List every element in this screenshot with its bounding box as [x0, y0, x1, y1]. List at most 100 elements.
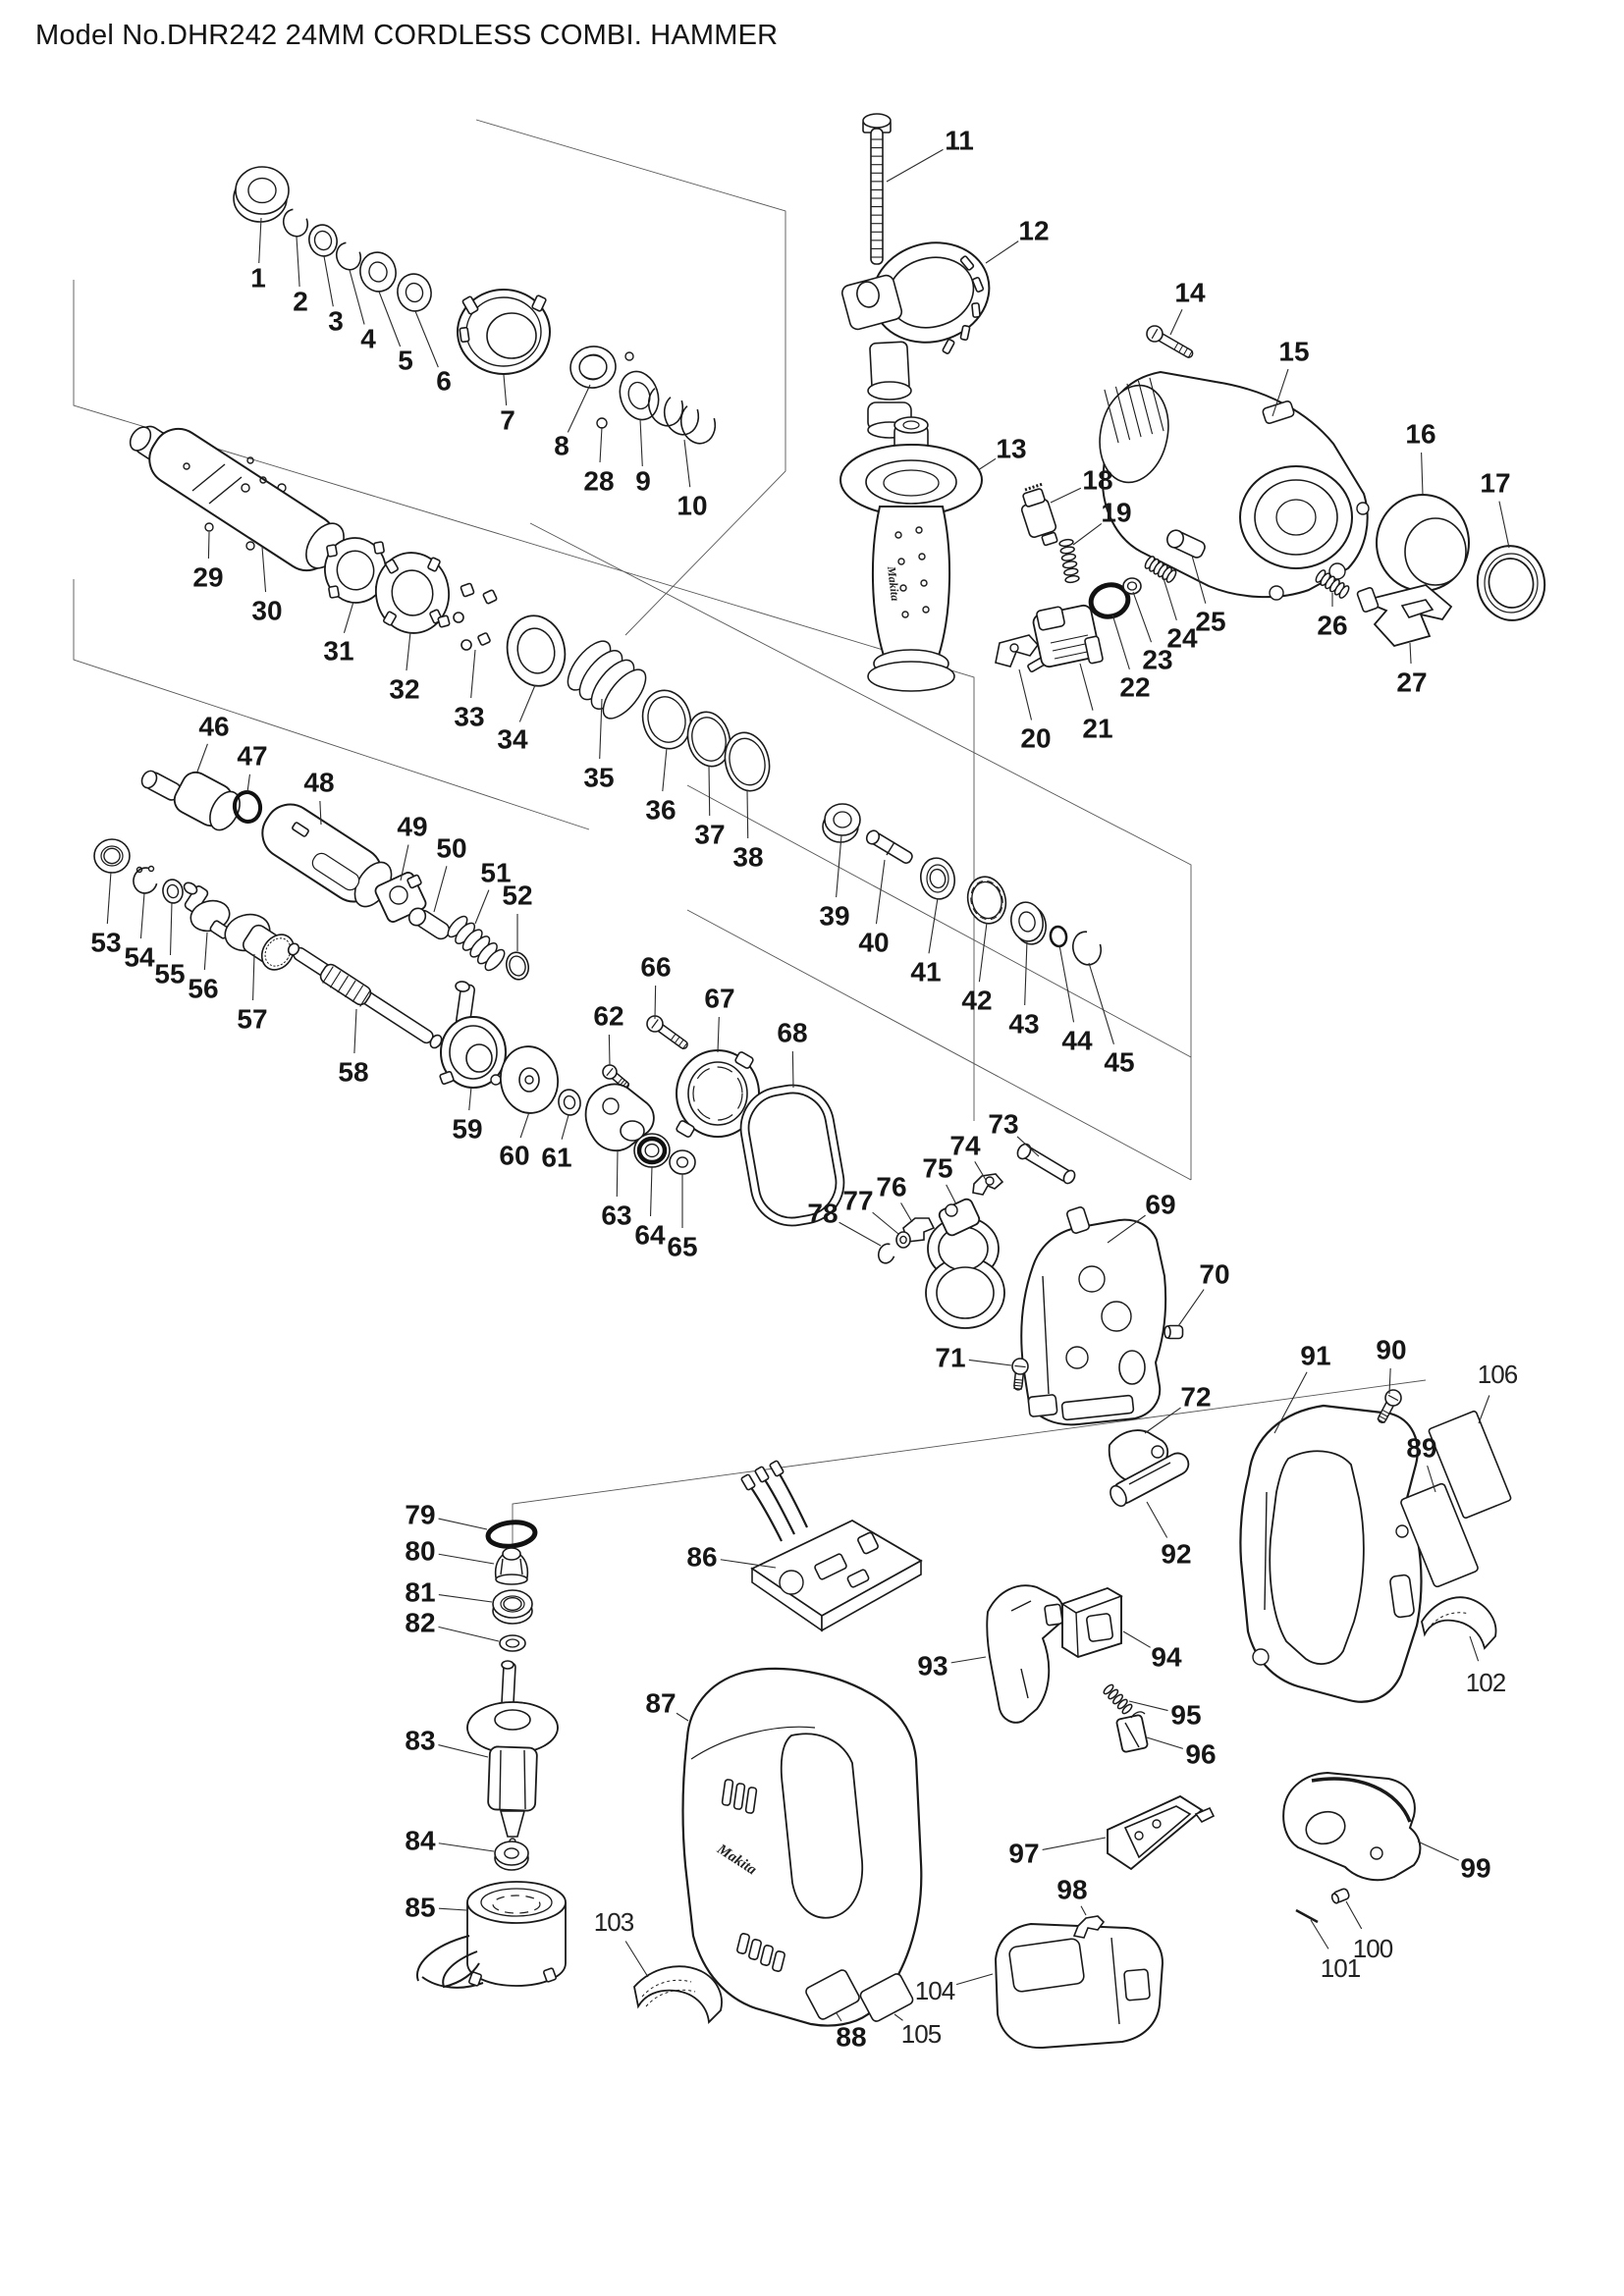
- screw-thread: [1013, 1384, 1023, 1387]
- part-detail-line: [1042, 1275, 1050, 1395]
- leader-line-39: [836, 834, 842, 898]
- part-shape-ellipse: [504, 1847, 519, 1859]
- part-shape-rect: [959, 324, 971, 342]
- leader-line-5: [378, 291, 402, 347]
- spring-coil: [1064, 574, 1080, 584]
- part-label-72: 72: [1180, 1382, 1211, 1413]
- part-shape-ellipse: [368, 261, 388, 283]
- hatch-line: [1149, 377, 1164, 432]
- part-label-13: 13: [996, 434, 1026, 464]
- part-shape-circle: [245, 541, 255, 551]
- spring-coil: [602, 668, 647, 720]
- leader-line-53: [106, 871, 112, 925]
- part-label-5: 5: [398, 346, 413, 376]
- part-shape-ellipse: [691, 717, 727, 762]
- part-shape-ellipse: [480, 1888, 553, 1917]
- clip-ring-shape: [692, 1066, 743, 1121]
- leader-line-58: [353, 1008, 357, 1054]
- part-detail-line: [1295, 1908, 1319, 1924]
- spring-coil: [1061, 561, 1078, 569]
- part-shape-circle: [135, 866, 143, 874]
- part-label-12: 12: [1018, 216, 1049, 246]
- part-shape-circle: [1009, 643, 1019, 653]
- part-label-74: 74: [949, 1131, 981, 1161]
- part-shape-ellipse: [902, 420, 920, 430]
- part-label-20: 20: [1020, 723, 1051, 754]
- leader-line-103: [624, 1941, 649, 1978]
- screw-thread: [677, 1039, 684, 1047]
- part-label-14: 14: [1174, 278, 1206, 308]
- part-shape-ellipse: [407, 907, 427, 927]
- part-shape-circle: [922, 606, 930, 614]
- part-label-98: 98: [1056, 1875, 1087, 1905]
- part-label-90: 90: [1376, 1335, 1406, 1365]
- part-detail-line: [500, 1558, 504, 1575]
- part-label-18: 18: [1082, 465, 1112, 496]
- screw-head-slot: [606, 1067, 614, 1077]
- part-shape-rect: [732, 1783, 746, 1810]
- part-label-67: 67: [704, 984, 734, 1014]
- spring-coil: [484, 948, 506, 972]
- part-label-62: 62: [593, 1001, 623, 1032]
- part-label-75: 75: [922, 1153, 952, 1184]
- part-shape-ellipse: [938, 1226, 989, 1271]
- clip-ring-shape: [970, 880, 1003, 921]
- leader-line-78: [839, 1221, 882, 1247]
- part-shape-ellipse: [687, 1061, 748, 1126]
- leader-line-14: [1169, 308, 1183, 336]
- part-label-102: 102: [1466, 1668, 1506, 1697]
- part-shape-ellipse: [883, 469, 940, 497]
- leader-line-15: [1272, 368, 1289, 417]
- part-label-29: 29: [192, 562, 223, 593]
- part-shape-rect: [870, 128, 884, 265]
- screw-thread: [1013, 1381, 1023, 1384]
- part-shape-ellipse: [509, 955, 526, 977]
- part-shape-ellipse: [502, 1547, 521, 1561]
- part-shape-ellipse: [1166, 529, 1184, 549]
- part-label-15: 15: [1278, 337, 1309, 367]
- part-label-89: 89: [1406, 1433, 1436, 1464]
- part-shape-path: [633, 1965, 723, 2024]
- part-shape-ellipse: [501, 1660, 514, 1670]
- leader-line-3: [323, 255, 334, 307]
- part-label-93: 93: [917, 1651, 947, 1682]
- part-shape-rect: [769, 1460, 785, 1477]
- part-shape-rect: [721, 1779, 734, 1806]
- part-shape-rect: [439, 1071, 455, 1085]
- part-label-58: 58: [338, 1057, 368, 1088]
- part-shape-rect: [1428, 1410, 1512, 1520]
- part-shape-path: [641, 1979, 692, 1998]
- part-label-68: 68: [777, 1018, 807, 1048]
- part-shape-ellipse: [865, 829, 881, 845]
- part-detail-line: [1110, 1937, 1120, 2025]
- part-shape-ellipse: [1126, 581, 1138, 591]
- hatch-line: [359, 989, 371, 1007]
- part-shape-path: [645, 1989, 696, 2007]
- leader-line-30: [261, 546, 267, 593]
- part-label-101: 101: [1321, 1953, 1361, 1983]
- spring-coil: [1112, 1693, 1123, 1705]
- leader-line-46: [196, 743, 208, 773]
- leader-line-33: [470, 649, 476, 699]
- part-shape-ellipse: [867, 661, 955, 692]
- part-label-99: 99: [1460, 1853, 1490, 1884]
- part-label-52: 52: [502, 881, 532, 911]
- hatch-line: [337, 975, 350, 993]
- part-shape-path: [1020, 1218, 1167, 1426]
- part-label-37: 37: [694, 820, 725, 850]
- part-shape-ellipse: [1488, 558, 1535, 609]
- part-shape-rect: [1036, 606, 1065, 631]
- part-label-83: 83: [405, 1726, 435, 1756]
- part-shape-circle: [259, 476, 267, 484]
- clip-ring-shape: [500, 1045, 559, 1114]
- part-label-28: 28: [583, 466, 614, 497]
- part-label-3: 3: [328, 306, 344, 337]
- part-label-88: 88: [836, 2022, 866, 2053]
- leader-line-93: [950, 1656, 987, 1664]
- part-shape-ellipse: [129, 426, 152, 452]
- part-label-69: 69: [1145, 1190, 1175, 1220]
- leader-line-27: [1409, 642, 1412, 665]
- leader-line-88: [836, 2012, 842, 2022]
- part-shape-rect: [459, 326, 470, 344]
- part-label-38: 38: [732, 842, 763, 873]
